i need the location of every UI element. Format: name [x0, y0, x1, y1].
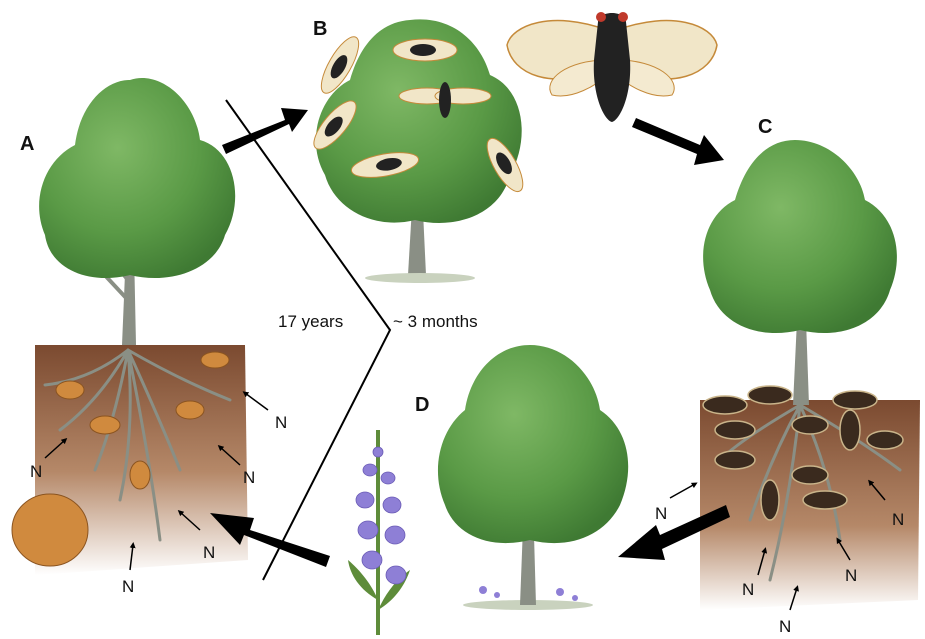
nymph-label: N	[30, 462, 42, 482]
panel-label-d: D	[415, 394, 429, 417]
nymph-label: N	[243, 468, 255, 488]
panel-label-a: A	[20, 133, 34, 156]
tree-d-icon	[438, 345, 628, 610]
panel-label-b: B	[313, 18, 327, 41]
nymph-label: N	[203, 543, 215, 563]
nymph-label: N	[779, 617, 791, 637]
nymph-label: N	[122, 577, 134, 597]
panel-label-c: C	[758, 116, 772, 139]
nymph-label: N	[892, 510, 904, 530]
nymph-label: N	[275, 413, 287, 433]
duration-underground: 17 years	[278, 312, 343, 332]
cicada-adult-icon	[507, 12, 717, 122]
nymph-label: N	[655, 504, 667, 524]
cycle-arrow-icon	[632, 118, 724, 165]
tree-c-icon	[703, 140, 897, 405]
cycle-arrow-icon	[222, 108, 308, 154]
tree-a-icon	[39, 78, 235, 345]
nymph-label: N	[845, 566, 857, 586]
duration-above-ground: ~ 3 months	[393, 312, 478, 332]
nymph-label: N	[742, 580, 754, 600]
flower-icon	[348, 430, 410, 635]
